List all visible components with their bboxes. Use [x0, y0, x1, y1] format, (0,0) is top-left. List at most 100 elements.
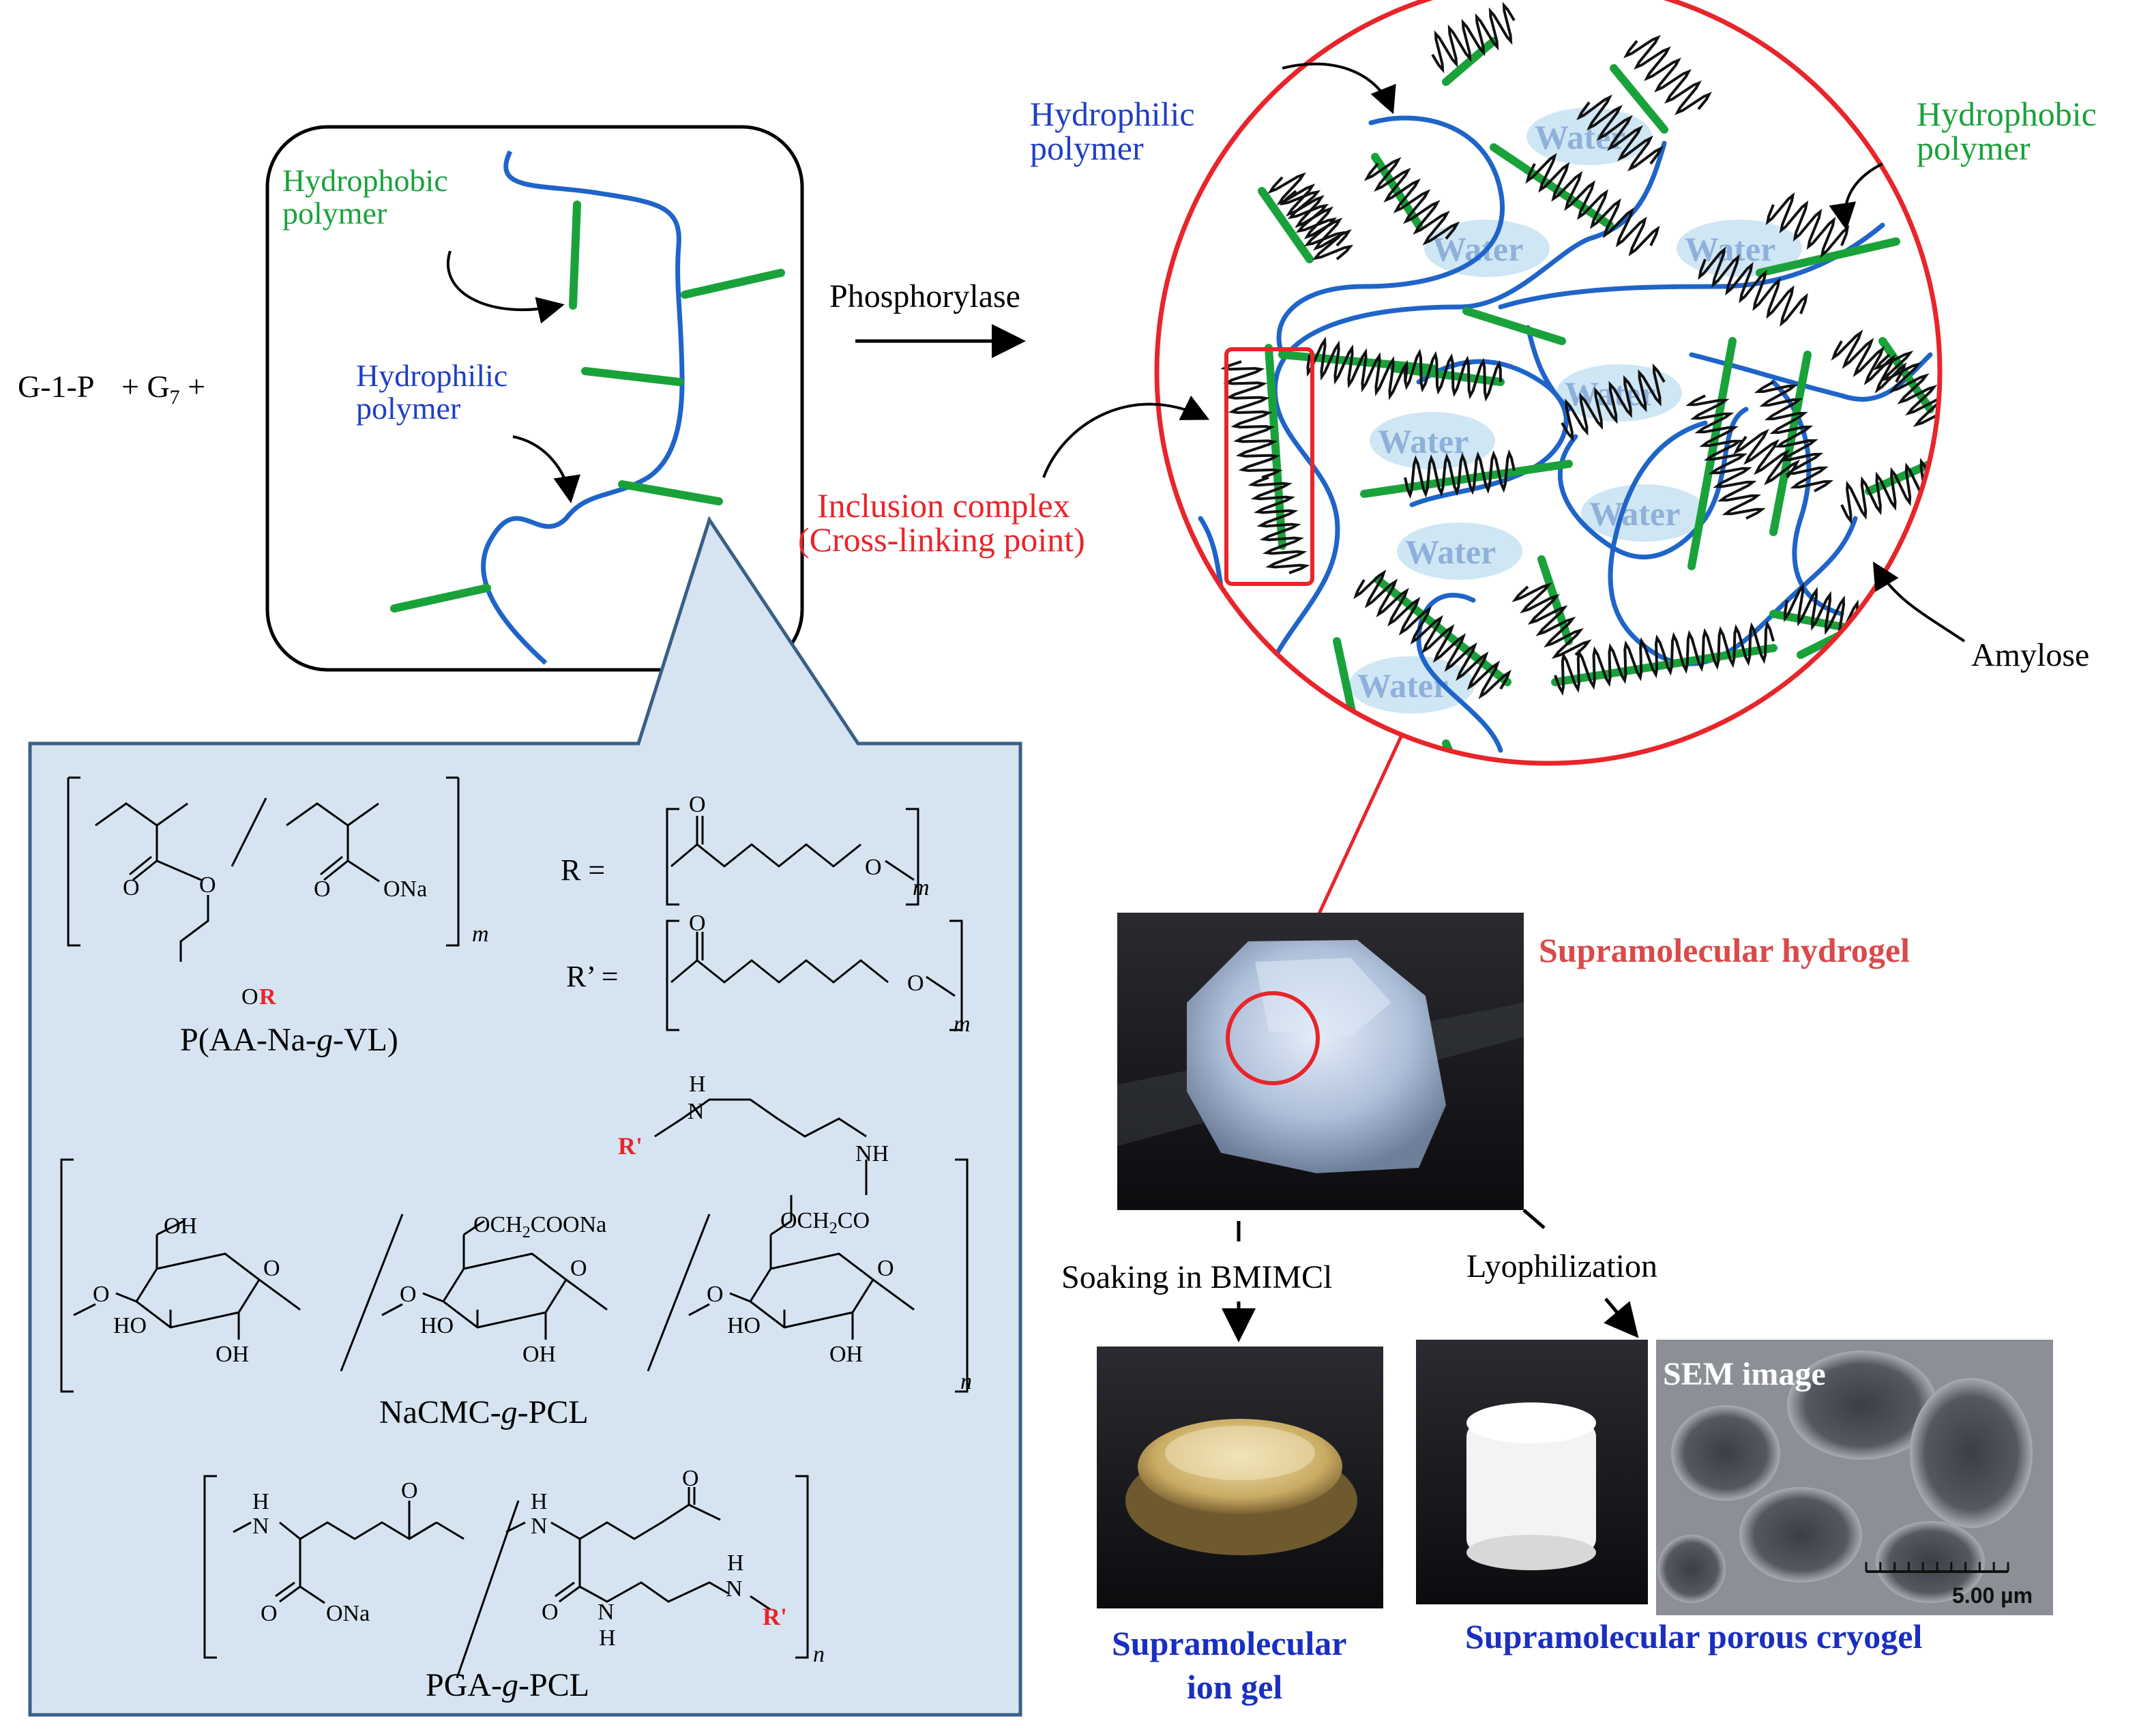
bond — [320, 855, 343, 876]
atom-r-prime: R' — [763, 1603, 787, 1630]
network-hydrophobic-label-2: polymer — [1917, 129, 2031, 167]
water-blob — [1677, 220, 1802, 277]
sem-pore — [1910, 1378, 2033, 1528]
sem-pore — [1787, 1351, 1937, 1460]
atom-oh: OH — [522, 1342, 556, 1367]
slash — [647, 1213, 711, 1372]
soaking-label: Soaking in BMIMCl — [1061, 1259, 1332, 1295]
atom-n: N — [688, 1099, 705, 1124]
box-hydrophilic-label-2: polymer — [356, 391, 460, 426]
amylose-helix — [1754, 381, 1834, 492]
chain — [1416, 593, 1503, 753]
structure-pga-g-pcl — [203, 1475, 809, 1679]
och2co: OCH2CO — [780, 1208, 870, 1237]
polymer-box-frame — [265, 125, 804, 672]
bond — [409, 1521, 437, 1540]
atom-o: O — [314, 877, 331, 902]
amylose-helix — [1733, 428, 1800, 486]
bond — [179, 895, 209, 962]
atom-o: O — [689, 792, 706, 817]
water-label: Water — [1378, 422, 1469, 460]
structure-r-pcl — [666, 920, 963, 1031]
rod — [1756, 237, 1900, 277]
water-label: Water — [1405, 533, 1496, 571]
chain — [1525, 325, 1572, 412]
network-hydrophilic-label: Hydrophilic — [1030, 95, 1195, 133]
water-blob — [1370, 412, 1495, 469]
chain — [1839, 666, 1926, 726]
amylose-helix — [1561, 363, 1666, 442]
structure-nacmc-g-pcl — [60, 1098, 969, 1393]
network-content: Water Water Water Water Water Water Wate… — [1198, 1, 1940, 763]
bond — [463, 1220, 485, 1236]
water-label: Water — [1685, 230, 1775, 268]
water-blob — [1397, 523, 1522, 580]
rod — [1551, 644, 1777, 686]
chain — [1689, 352, 1933, 402]
amylose-helix — [1404, 349, 1502, 402]
bond — [132, 859, 158, 881]
cryogel-bottom — [1466, 1535, 1596, 1570]
inclusion-complex-label-2: (Cross-linking point) — [798, 520, 1085, 559]
reaction-equation: G-1-P + G7 + — [18, 369, 205, 409]
bond — [654, 1098, 867, 1138]
chain — [1557, 407, 1749, 560]
atom-o: O — [865, 855, 882, 880]
atom-o: O — [401, 1478, 418, 1503]
bracket-right — [795, 1475, 809, 1659]
atom-o: O — [263, 1256, 280, 1281]
chain — [1276, 115, 1505, 357]
bracket-right — [906, 808, 919, 906]
cryogel-photo — [1416, 1340, 1648, 1604]
amylose-helix — [1220, 360, 1283, 479]
amylose-helix — [1840, 458, 1932, 525]
atom-o: O — [570, 1256, 587, 1281]
chain — [1266, 141, 1667, 671]
bond — [872, 1278, 915, 1311]
water-label: Water — [1432, 230, 1523, 268]
arrow — [446, 250, 565, 324]
slash — [340, 1213, 404, 1372]
subscript-m: m — [913, 875, 930, 900]
reactant-g7: + G7 + — [121, 369, 205, 409]
amylose-helix — [1685, 394, 1766, 520]
atom-ho: HO — [420, 1313, 454, 1338]
atom-ona: ONa — [383, 877, 427, 902]
ion-gel-highlight — [1165, 1426, 1315, 1480]
bond — [750, 1595, 771, 1611]
rod — [1462, 307, 1566, 345]
r-prime-label: R’ = — [566, 960, 619, 993]
bond — [129, 855, 152, 876]
structure-r-pvl — [666, 808, 919, 906]
p3-name: PGA-g-PCL — [426, 1667, 589, 1703]
bond — [279, 1585, 301, 1603]
box-hydrophilic-label: Hydrophilic — [356, 358, 507, 393]
bond — [115, 1292, 137, 1303]
amylose-helix — [1306, 336, 1408, 400]
sem-image — [1656, 1340, 2053, 1615]
atom-r: R — [259, 984, 276, 1010]
slash — [231, 797, 267, 867]
atom-o: O — [877, 1256, 894, 1281]
atom-ho: HO — [727, 1313, 761, 1338]
rod — [1442, 37, 1498, 86]
atom-o: O — [93, 1282, 110, 1307]
sem-label: SEM image — [1663, 1356, 1826, 1392]
amylose-helix — [1663, 620, 1775, 676]
bracket-left — [666, 920, 679, 1031]
atom-h: H — [727, 1550, 744, 1576]
atom-ona: ONa — [326, 1601, 370, 1626]
bond — [436, 1521, 464, 1540]
bond — [885, 859, 915, 881]
bond — [926, 975, 956, 997]
amylose-label: Amylose — [1971, 637, 2089, 673]
bond — [505, 1521, 526, 1533]
atom-n: N — [252, 1514, 269, 1539]
bracket-right — [955, 1158, 969, 1393]
reaction-arrow: Phosphorylase — [829, 278, 1026, 358]
cryogel-top — [1466, 1402, 1596, 1443]
subscript-n: n — [813, 1642, 825, 1667]
atom-o: O — [199, 872, 216, 898]
bond — [275, 1581, 295, 1598]
side-chain — [681, 269, 785, 299]
